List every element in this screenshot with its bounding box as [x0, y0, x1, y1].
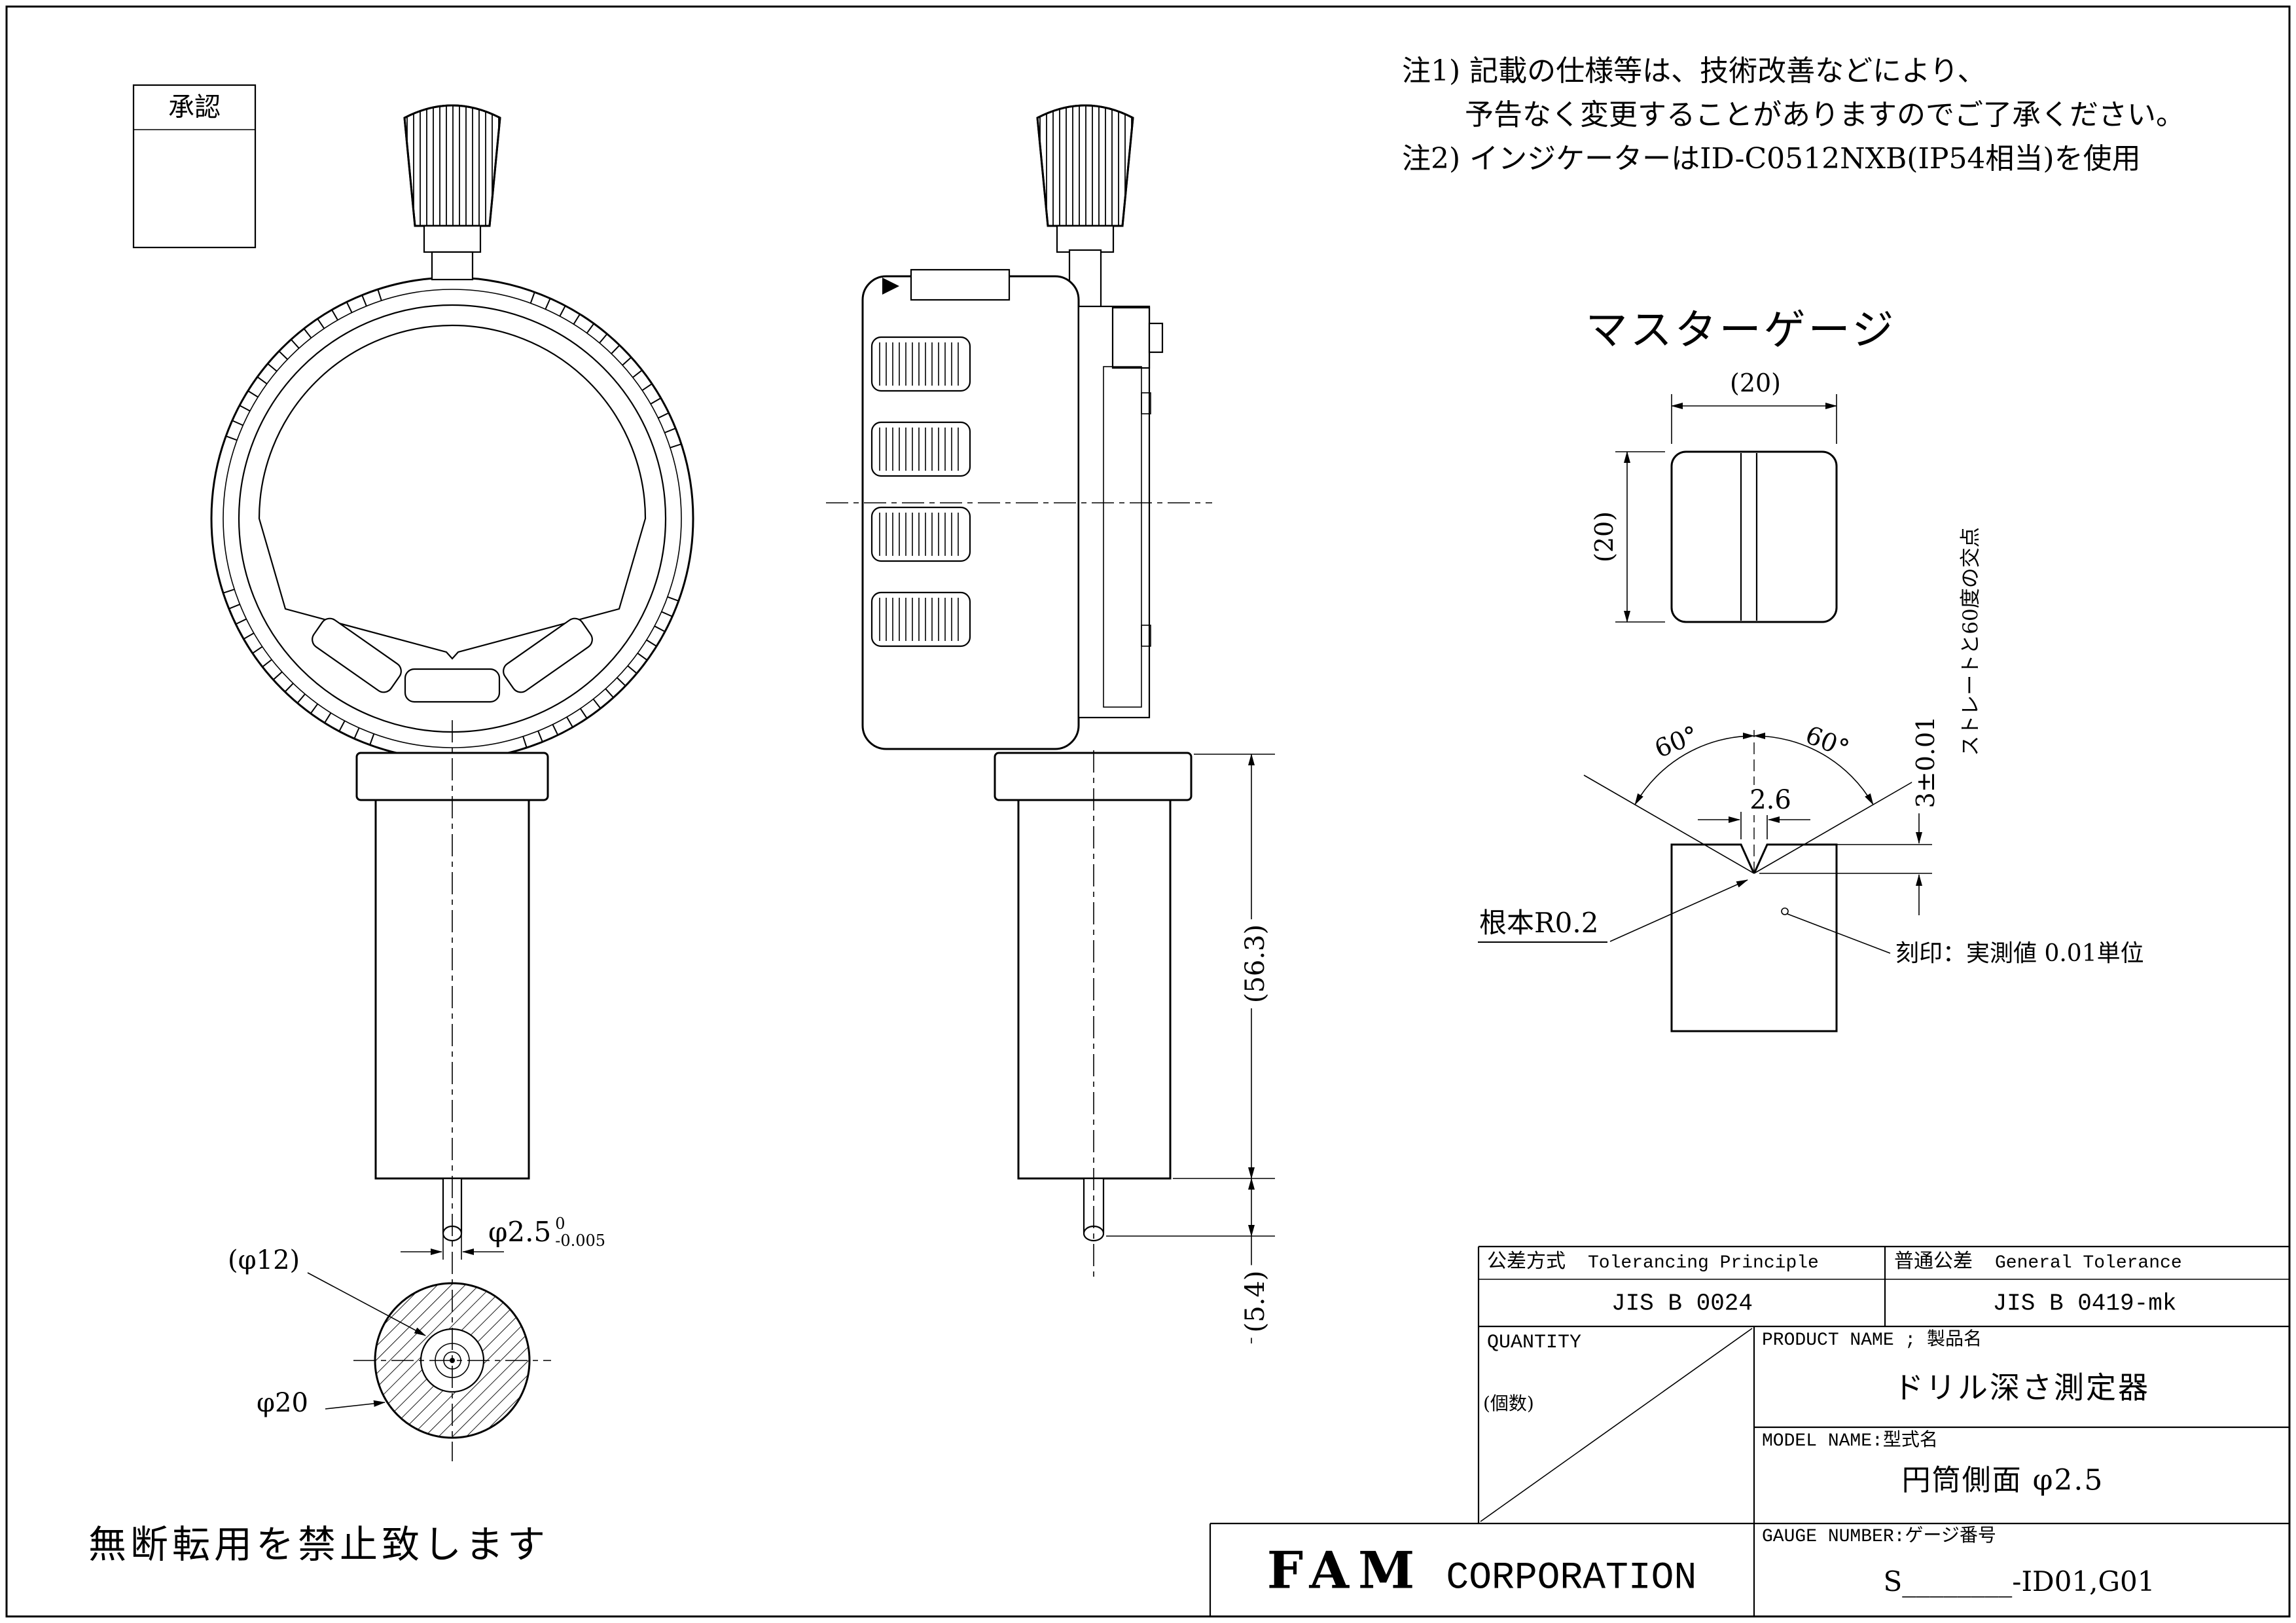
quantity-label: QUANTITY — [1487, 1332, 1582, 1354]
tolerance-lower: -0.005 — [555, 1231, 606, 1250]
root-radius-note: 根本R0.2 — [1478, 907, 1608, 943]
tolerance-upper: 0 — [555, 1214, 565, 1233]
grip-rib-knurling — [879, 342, 959, 641]
master-gauge-height-dim: (20) — [1590, 505, 1619, 568]
product-name-label: PRODUCT NAME ; 製品名 — [1762, 1330, 1982, 1351]
tolerancing-value: JIS B 0024 — [1611, 1290, 1753, 1317]
company-name-bold: FAM — [1266, 1541, 1424, 1601]
tip-diameter-dim: φ2.5 0 -0.005 — [488, 1215, 605, 1249]
stem-length-dim: (56.3) — [1240, 919, 1270, 1009]
front-view-drawing — [210, 104, 694, 1461]
groove-width-dim: 2.6 — [1744, 785, 1797, 815]
approval-box — [132, 84, 257, 249]
engraving-leader — [1787, 913, 1891, 954]
company-name-block: FAM CORPORATION — [1266, 1541, 1697, 1601]
general-tolerance-header: 普通公差 General Tolerance — [1894, 1250, 2182, 1274]
apex-intersection-note: ストレートと60度の交点 — [1959, 527, 1983, 756]
general-tolerance-label-en: General Tolerance — [1995, 1253, 2182, 1273]
gauge-number-value: S________-ID01,G01 — [1883, 1565, 2155, 1597]
outer-diameter-dim: φ20 — [257, 1388, 308, 1418]
master-gauge-drawing — [1583, 394, 1932, 1032]
tolerancing-label-en: Tolerancing Principle — [1588, 1253, 1819, 1273]
button-left — [312, 617, 402, 693]
tip-length-dim: (5.4) — [1240, 1265, 1270, 1338]
note-1-line-1: 注1) 記載の仕様等は、技術改善などにより、 — [1402, 54, 1986, 88]
note-2: 注2) インジケーターはID-C0512NXB(IP54相当)を使用 — [1402, 142, 2141, 175]
title-block-grid — [1209, 1245, 2289, 1616]
tip-diameter-value: φ2.5 — [488, 1215, 552, 1248]
front-view-dimensions — [307, 1235, 504, 1410]
model-name-label: MODEL NAME:型式名 — [1762, 1431, 1938, 1451]
master-gauge-title: マスターゲージ — [1585, 306, 1897, 356]
index-triangle-mark — [882, 278, 899, 295]
company-name-suffix: CORPORATION — [1446, 1557, 1697, 1600]
sheet-border — [5, 5, 2291, 1618]
lcd-display — [258, 324, 647, 660]
note-1-line-2: 予告なく変更することがありますのでご了承ください。 — [1465, 98, 2185, 132]
product-name-value: ドリル深さ測定器 — [1893, 1370, 2150, 1406]
tolerancing-principle-header: 公差方式 Tolerancing Principle — [1487, 1250, 1819, 1274]
model-name-value: 円筒側面 φ2.5 — [1901, 1463, 2104, 1497]
master-gauge-width-dim: (20) — [1724, 369, 1787, 398]
master-gauge-block — [1670, 450, 1838, 623]
general-tolerance-value: JIS B 0419-mk — [1992, 1290, 2177, 1317]
approval-label: 承認 — [168, 92, 221, 122]
general-tolerance-label-jp: 普通公差 — [1894, 1250, 1973, 1273]
root-radius-leader — [1609, 879, 1748, 942]
copyright-notice: 無断転用を禁止致します — [88, 1522, 550, 1567]
button-right — [503, 617, 593, 693]
cylinder-side — [1017, 799, 1172, 1180]
bezel-knurling — [223, 289, 681, 748]
groove-depth-dim: 3±0.01 — [1911, 710, 1941, 814]
inner-diameter-dim: (φ12) — [228, 1245, 300, 1275]
quantity-na-diagonal — [1480, 1328, 1753, 1522]
gauge-number-label: GAUGE NUMBER:ゲージ番号 — [1762, 1527, 1996, 1547]
side-panel — [1103, 366, 1142, 708]
tolerancing-label-jp: 公差方式 — [1487, 1250, 1566, 1273]
tip-diameter-tolerance: 0 -0.005 — [555, 1215, 605, 1249]
v-groove-block — [1670, 843, 1838, 1032]
stem-clamp — [1111, 306, 1151, 369]
stem-collar-side — [994, 752, 1193, 801]
front-housing-edge — [1077, 305, 1151, 719]
button-middle — [404, 668, 501, 703]
side-view-drawing — [826, 104, 1212, 1277]
engraving-note: 刻印：実測値 0.01単位 — [1895, 940, 2144, 967]
engraving-point-marker — [1781, 907, 1789, 915]
quantity-unit-label: (個数) — [1483, 1393, 1534, 1414]
